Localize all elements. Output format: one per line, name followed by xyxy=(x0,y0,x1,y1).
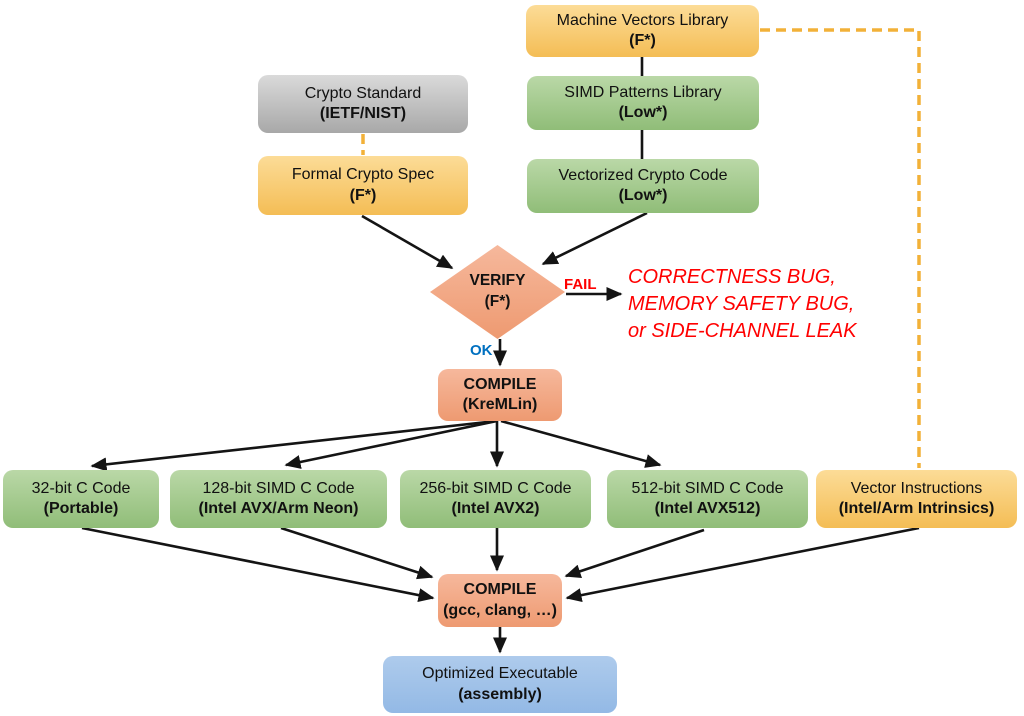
arrow-kremlin-to-512bit xyxy=(500,419,662,468)
node-title: Vector Instructions xyxy=(850,479,983,497)
node-compile-kremlin: COMPILE (KreMLin) xyxy=(438,369,562,421)
node-title: SIMD Patterns Library xyxy=(564,83,722,101)
node-title: COMPILE xyxy=(463,581,537,599)
node-title: 256-bit SIMD C Code xyxy=(419,479,572,497)
node-vectorized-crypto-code: Vectorized Crypto Code (Low*) xyxy=(527,159,759,213)
node-subtitle: (Low*) xyxy=(618,187,668,204)
node-128bit-simd-c-code: 128-bit SIMD C Code (Intel AVX/Arm Neon) xyxy=(170,470,387,528)
arrow-32bit-to-gcc xyxy=(81,526,435,603)
node-subtitle: (Intel AVX512) xyxy=(654,500,761,517)
arrow-128bit-to-gcc xyxy=(280,526,434,580)
node-optimized-executable: Optimized Executable (assembly) xyxy=(383,656,617,713)
node-compile-gcc-clang: COMPILE (gcc, clang, …) xyxy=(438,574,562,627)
node-title: COMPILE xyxy=(463,375,537,393)
node-subtitle: (Intel AVX2) xyxy=(451,500,540,517)
node-subtitle: (Intel AVX/Arm Neon) xyxy=(198,500,359,517)
arrow-vectorizedcode-to-verify xyxy=(541,211,648,266)
node-subtitle: (gcc, clang, …) xyxy=(443,601,557,619)
node-subtitle: (KreMLin) xyxy=(462,396,538,413)
node-512bit-simd-c-code: 512-bit SIMD C Code (Intel AVX512) xyxy=(607,470,808,528)
node-256bit-simd-c-code: 256-bit SIMD C Code (Intel AVX2) xyxy=(400,470,591,528)
node-title: Formal Crypto Spec xyxy=(291,166,435,184)
error-line-1: CORRECTNESS BUG, xyxy=(628,266,836,288)
arrow-512bit-to-gcc xyxy=(564,528,705,579)
node-subtitle: (F*) xyxy=(484,293,511,310)
ok-label: OK xyxy=(470,342,493,359)
node-machine-vectors-library: Machine Vectors Library (F*) xyxy=(526,5,759,57)
node-subtitle: (F*) xyxy=(629,32,656,49)
dashed-link-machinevectors-to-vectorinstructions xyxy=(760,28,921,468)
node-formal-crypto-spec: Formal Crypto Spec (F*) xyxy=(258,156,468,215)
node-title: Machine Vectors Library xyxy=(556,11,729,29)
node-title: Crypto Standard xyxy=(304,84,422,102)
node-subtitle: (IETF/NIST) xyxy=(319,105,407,122)
node-title: 512-bit SIMD C Code xyxy=(631,479,784,497)
node-subtitle: (F*) xyxy=(349,186,377,204)
node-subtitle: (Low*) xyxy=(618,104,668,121)
node-subtitle: (assembly) xyxy=(458,685,542,703)
node-title: Vectorized Crypto Code xyxy=(558,166,728,184)
node-simd-patterns-library: SIMD Patterns Library (Low*) xyxy=(527,76,759,130)
verification-error-text: CORRECTNESS BUG, MEMORY SAFETY BUG, or S… xyxy=(628,264,857,345)
error-line-3: or SIDE-CHANNEL LEAK xyxy=(628,320,857,342)
node-title: 32-bit C Code xyxy=(31,479,131,497)
arrow-formalspec-to-verify xyxy=(361,214,454,270)
node-vector-instructions: Vector Instructions (Intel/Arm Intrinsic… xyxy=(816,470,1017,528)
node-subtitle: (Portable) xyxy=(43,500,119,517)
node-crypto-standard: Crypto Standard (IETF/NIST) xyxy=(258,75,468,133)
arrow-vectorinstructions-to-gcc xyxy=(565,526,920,603)
error-line-2: MEMORY SAFETY BUG, xyxy=(628,293,855,315)
node-32bit-c-code: 32-bit C Code (Portable) xyxy=(3,470,159,528)
arrow-kremlin-to-32bit xyxy=(90,419,497,472)
node-title: VERIFY xyxy=(469,272,526,290)
node-title: Optimized Executable xyxy=(422,665,578,683)
node-title: 128-bit SIMD C Code xyxy=(202,479,355,497)
fail-label: FAIL xyxy=(564,276,597,293)
arrow-kremlin-to-128bit xyxy=(284,419,498,469)
node-subtitle: (Intel/Arm Intrinsics) xyxy=(838,500,995,517)
